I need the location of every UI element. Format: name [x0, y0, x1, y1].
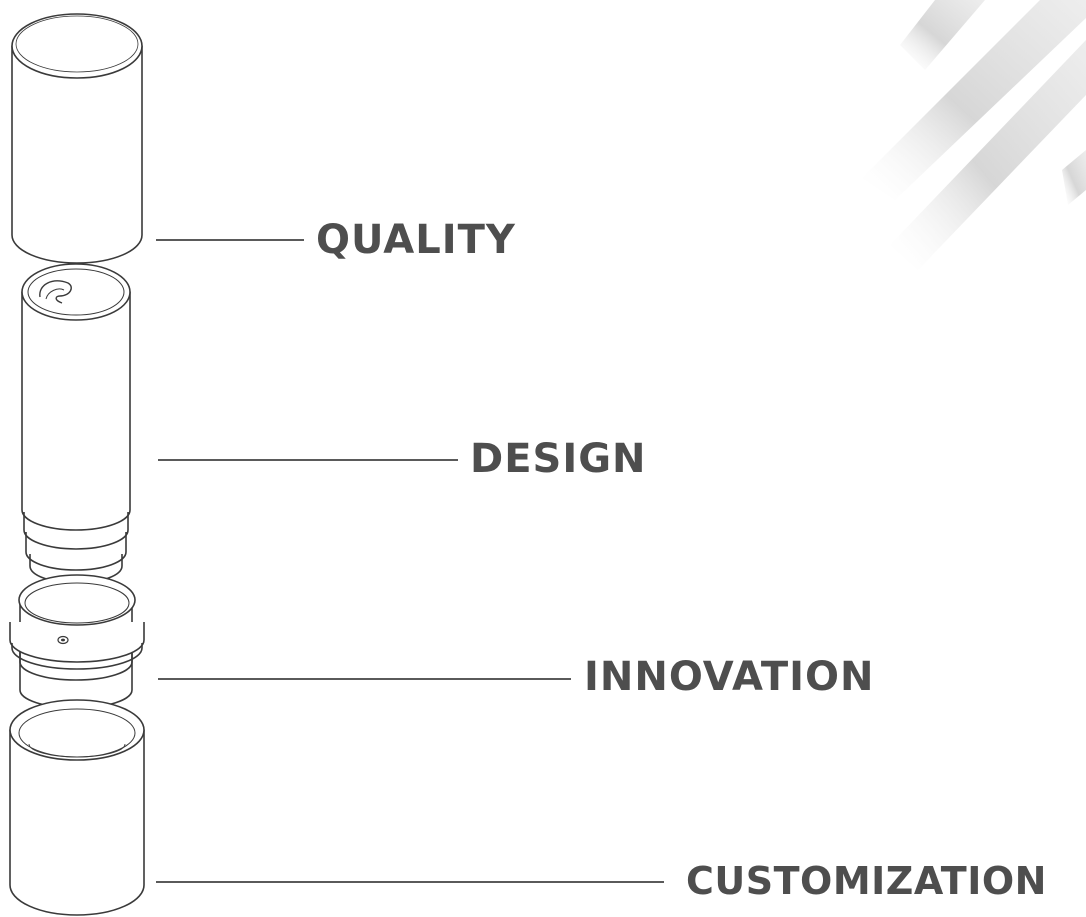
callout-label-customization: CUSTOMIZATION	[686, 859, 1047, 903]
collar-part	[9, 574, 145, 709]
inner-tube-part	[21, 263, 131, 584]
decorative-stripes	[862, 0, 1086, 270]
base-part	[9, 699, 145, 916]
stripe-3	[890, 40, 1086, 270]
leader-lines	[156, 239, 664, 883]
callout-label-quality: QUALITY	[316, 217, 516, 263]
stripe-4	[1062, 150, 1086, 205]
stripe-1	[900, 0, 985, 70]
callout-label-design: DESIGN	[470, 436, 647, 482]
callout-label-innovation: INNOVATION	[584, 654, 875, 700]
stripe-2	[862, 0, 1086, 200]
cap-part	[11, 13, 143, 264]
